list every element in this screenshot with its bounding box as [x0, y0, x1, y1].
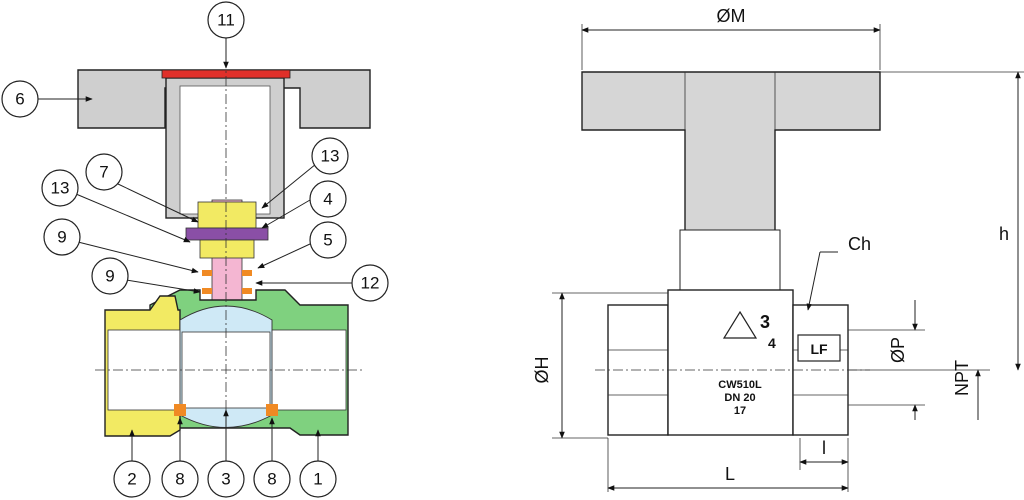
- svg-text:12: 12: [361, 274, 380, 293]
- callout-8-right: 8: [253, 417, 291, 498]
- svg-text:LF: LF: [810, 341, 828, 357]
- callout-7: 7: [85, 153, 199, 223]
- svg-text:5: 5: [323, 231, 332, 250]
- washer: [199, 239, 255, 259]
- dim-label-m: ØM: [717, 6, 746, 26]
- svg-text:4: 4: [323, 190, 332, 209]
- dim-label-ch: Ch: [848, 234, 871, 254]
- manufacturer-logo: [722, 310, 758, 339]
- callout-9-lower: 9: [91, 257, 201, 295]
- svg-text:DN 20: DN 20: [724, 392, 755, 404]
- callout-1: 1: [299, 429, 337, 498]
- body-center: [667, 289, 794, 436]
- dim-label-npt: NPT: [952, 360, 972, 396]
- callout-6: 6: [1, 80, 93, 118]
- svg-text:3: 3: [760, 312, 770, 332]
- svg-text:7: 7: [99, 163, 108, 182]
- callout-5: 5: [257, 221, 347, 269]
- o-ring-upper: [202, 270, 212, 276]
- dim-label-l: L: [725, 464, 735, 484]
- handle-inner: [179, 85, 271, 215]
- svg-text:13: 13: [321, 147, 340, 166]
- exterior-view: 3 4 LF CW510L DN 20 17 ØM h Ch ØH ØP: [532, 6, 1024, 492]
- callouts: 11 6 7 13 13 4 9: [1, 1, 389, 498]
- lf-plate: [797, 334, 841, 362]
- dim-label-oh: ØH: [532, 357, 552, 384]
- svg-text:9: 9: [57, 228, 66, 247]
- svg-text:4: 4: [768, 335, 776, 351]
- dim-label-thread: l: [822, 438, 826, 458]
- seat-left: [174, 404, 186, 416]
- callout-13-left: 13: [41, 169, 191, 243]
- svg-text:1: 1: [313, 470, 322, 489]
- dim-label-op: ØP: [888, 337, 908, 363]
- callout-3: 3: [207, 409, 245, 498]
- svg-text:17: 17: [734, 405, 746, 417]
- callout-13-right: 13: [261, 137, 349, 209]
- callout-12: 12: [255, 264, 389, 302]
- svg-text:3: 3: [221, 470, 230, 489]
- svg-text:6: 6: [15, 90, 24, 109]
- callout-4: 4: [261, 180, 347, 229]
- packing: [185, 227, 269, 241]
- callout-2: 2: [113, 429, 151, 498]
- callout-11: 11: [207, 1, 245, 69]
- seat-right: [266, 404, 278, 416]
- o-ring-lower: [202, 288, 212, 294]
- o-ring-upper-r: [242, 270, 252, 276]
- callout-9-upper: 9: [43, 218, 199, 274]
- svg-text:11: 11: [217, 11, 235, 30]
- svg-text:8: 8: [175, 470, 184, 489]
- svg-text:CW510L: CW510L: [718, 379, 762, 391]
- stem-nut: [197, 201, 257, 229]
- svg-text:2: 2: [127, 470, 136, 489]
- svg-text:13: 13: [51, 179, 70, 198]
- handle-neck: [679, 229, 781, 291]
- svg-text:9: 9: [105, 267, 114, 286]
- svg-text:8: 8: [267, 470, 276, 489]
- section-view: [77, 40, 371, 460]
- o-ring-lower-r: [242, 288, 252, 294]
- callout-8-left: 8: [161, 417, 199, 498]
- dim-label-h: h: [999, 224, 1009, 244]
